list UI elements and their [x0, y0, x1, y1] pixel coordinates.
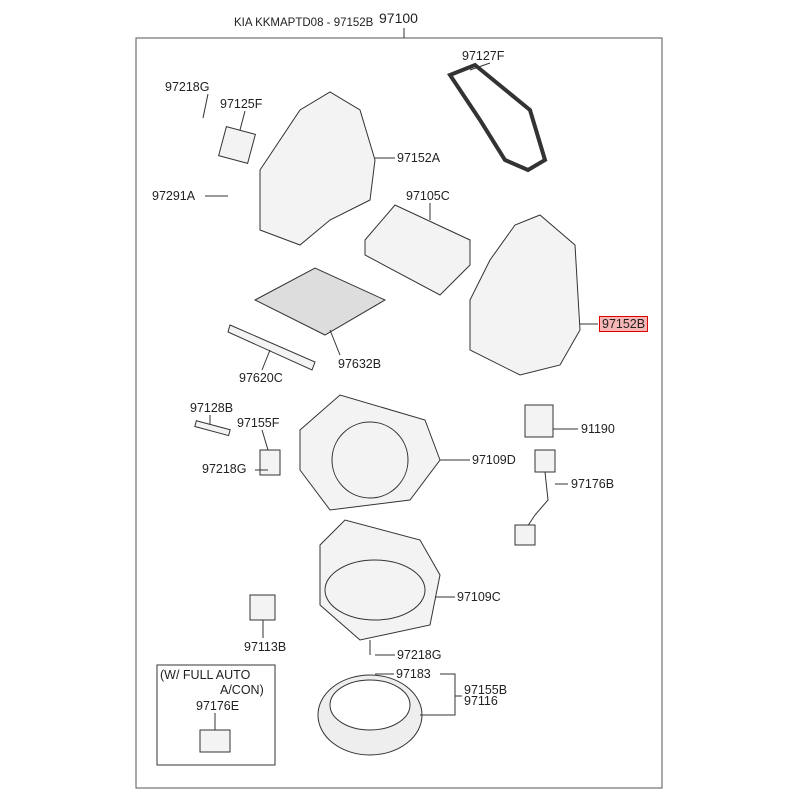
callout-97105C[interactable]: 97105C	[406, 189, 450, 203]
callout-91190[interactable]: 91190	[581, 422, 615, 436]
assembly-number: 97100	[379, 10, 418, 26]
callout-97218G[interactable]: 97218G	[202, 462, 247, 476]
callout-97291A[interactable]: 97291A	[152, 189, 196, 203]
callout-97127F[interactable]: 97127F	[462, 49, 505, 63]
blower-case-97152B	[469, 214, 581, 376]
callout-97620C[interactable]: 97620C	[239, 371, 283, 385]
callout-97113B[interactable]: 97113B	[244, 640, 287, 654]
cover-97620C	[227, 324, 316, 371]
callout-97109C[interactable]: 97109C	[457, 590, 501, 604]
callout-97218G[interactable]: 97218G	[165, 80, 210, 94]
duct-97105C	[364, 204, 471, 296]
actuator-97125F	[218, 126, 256, 164]
inset-box	[156, 664, 276, 766]
inset-note-line1: (W/ FULL AUTO	[160, 668, 251, 682]
upper-case-97152A	[259, 91, 376, 246]
callout-97152B-highlighted[interactable]: 97152B	[599, 316, 649, 332]
callout-97176B[interactable]: 97176B	[571, 477, 615, 491]
case-97109D	[299, 394, 441, 511]
gasket-97127F	[446, 62, 548, 173]
callout-97128B[interactable]: 97128B	[190, 401, 234, 415]
filter-97632B	[253, 267, 387, 336]
callout-97116[interactable]: 97116	[464, 694, 498, 708]
callout-97183[interactable]: 97183	[396, 667, 431, 681]
sensor-97155F	[259, 449, 281, 476]
callout-97152A[interactable]: 97152A	[397, 151, 441, 165]
callout-97109D[interactable]: 97109D	[472, 453, 516, 467]
callout-97218G[interactable]: 97218G	[397, 648, 442, 662]
diagram-frame	[135, 37, 663, 789]
callout-97155F[interactable]: 97155F	[237, 416, 280, 430]
callout-97176E[interactable]: 97176E	[196, 699, 240, 713]
callout-97125F[interactable]: 97125F	[220, 97, 263, 111]
callout-97155B[interactable]: 97155B	[464, 683, 508, 697]
source-title: KIA KKMAPTD08 - 97152B	[234, 17, 374, 29]
lower-case-97109C	[319, 519, 441, 641]
callout-97632B[interactable]: 97632B	[338, 357, 382, 371]
inset-note-line2: A/CON)	[220, 683, 264, 697]
